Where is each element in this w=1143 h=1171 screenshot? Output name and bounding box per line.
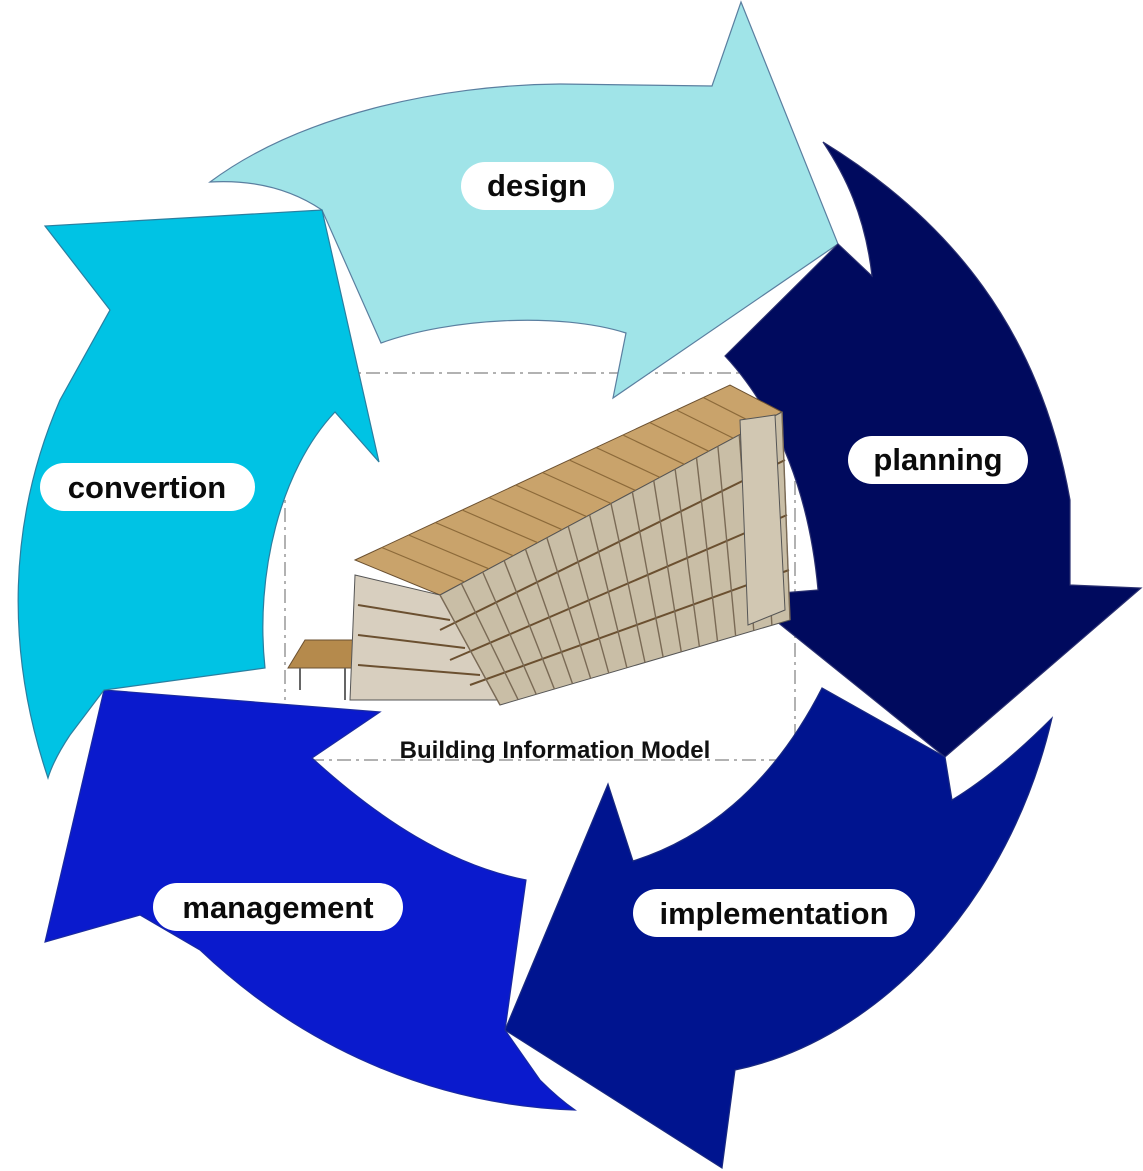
implementation-label-pill	[633, 889, 915, 937]
convertion-label-pill	[40, 463, 255, 511]
management-label-pill	[153, 883, 403, 931]
management-label: management	[182, 890, 373, 925]
center-caption: Building Information Model	[400, 737, 711, 764]
design-label-pill	[461, 162, 614, 210]
planning-label-pill	[848, 436, 1028, 484]
planning-label: planning	[873, 442, 1002, 477]
design-label: design	[487, 168, 587, 203]
implementation-label: implementation	[659, 896, 888, 931]
convertion-label: convertion	[68, 470, 226, 505]
building-model-image	[287, 384, 791, 706]
stage-labels: design planning implementation managemen…	[40, 162, 1028, 937]
